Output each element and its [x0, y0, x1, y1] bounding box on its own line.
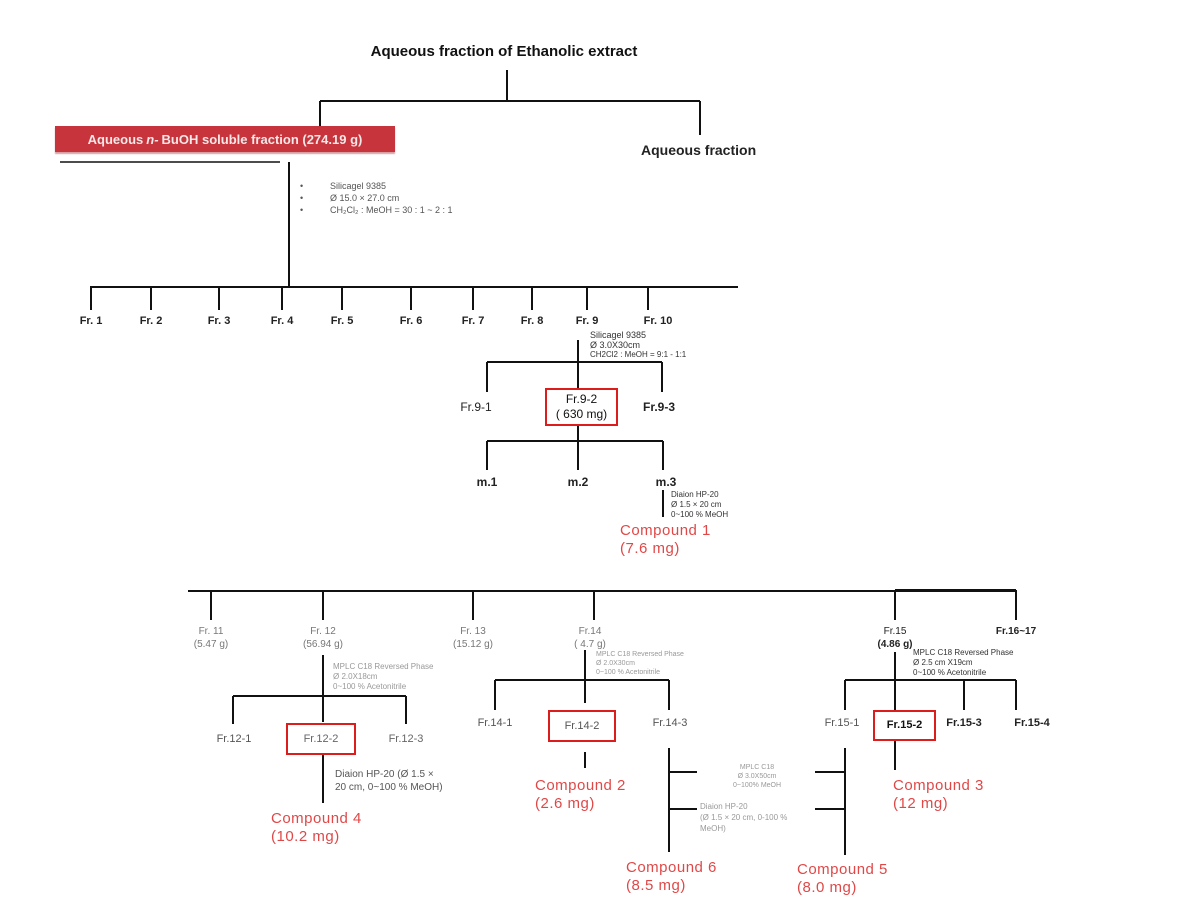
fr12-conditions: MPLC C18 Reversed Phase Ø 2.0X18cm 0~100…	[333, 662, 434, 691]
compound-4: Compound 4 (10.2 mg)	[271, 810, 362, 845]
fraction-label-top: Fr. 2	[139, 315, 163, 327]
fraction-name: Fr. 12	[310, 626, 336, 637]
fraction-mass: ( 4.7 g)	[574, 639, 606, 650]
column1-conditions: •Silicagel 9385 •Ø 15.0 × 27.0 cm •CH₂Cl…	[300, 180, 453, 216]
fraction-mass: (56.94 g)	[302, 639, 344, 650]
link-lower-conditions: Diaion HP-20 (Ø 1.5 × 20 cm, 0-100 % MeO…	[700, 802, 788, 833]
fr14-1-label: Fr.14-1	[477, 717, 513, 729]
root-title: Aqueous fraction of Ethanolic extract	[370, 43, 638, 60]
condition-row: •Ø 15.0 × 27.0 cm	[300, 193, 400, 203]
fr15-1-label: Fr.15-1	[824, 717, 860, 729]
fraction-label-top: Fr. 1	[79, 315, 103, 327]
fraction-label-top: Fr. 5	[330, 315, 354, 327]
link-upper-conditions: MPLC C18 Ø 3.0X50cm 0~100% MeOH	[733, 764, 782, 789]
compound-3: Compound 3 (12 mg)	[893, 777, 984, 812]
aqueous-fraction-label: Aqueous fraction	[641, 142, 757, 158]
banner-suffix: BuOH soluble fraction (274.19 g)	[161, 131, 363, 147]
fraction-name: Fr. 13	[460, 626, 486, 637]
fr14-2-highlight-box: Fr.14-2	[548, 710, 616, 742]
fraction-label-top: Fr. 6	[399, 315, 423, 327]
compound-1: Compound 1 (7.6 mg)	[620, 522, 711, 557]
fr9-1-label: Fr.9-1	[460, 400, 492, 414]
fr9-2-highlight-box: Fr.9-2 ( 630 mg)	[545, 388, 618, 426]
fr9-2-label: Fr.9-2	[565, 392, 598, 406]
condition-row: •CH₂Cl₂ : MeOH = 30 : 1 ~ 2 : 1	[300, 205, 453, 215]
fr9-conditions: Silicagel 9385 Ø 3.0X30cm CH2Cl2 : MeOH …	[590, 330, 687, 359]
fr14-2-label: Fr.14-2	[564, 719, 600, 732]
fr15-4-label: Fr.15-4	[1014, 717, 1050, 729]
fraction-label-top: Fr. 4	[270, 315, 294, 327]
m1-label: m.1	[476, 475, 498, 489]
compound-2: Compound 2 (2.6 mg)	[535, 777, 626, 812]
fraction-label-top: Fr. 8	[520, 315, 544, 327]
fr12-1-label: Fr.12-1	[216, 733, 252, 745]
fr12-2-highlight-box: Fr.12-2	[286, 723, 356, 755]
fraction-label-bottom: Fr.15 (4.86 g)	[877, 625, 912, 651]
fraction-label-bottom: Fr.16~17	[996, 625, 1036, 638]
condition-row: •Silicagel 9385	[300, 181, 387, 191]
fraction-mass: (4.86 g)	[877, 639, 913, 650]
fraction-name: Fr.16~17	[995, 626, 1037, 637]
fr9-3-label: Fr.9-3	[642, 400, 676, 414]
fraction-name: Fr. 11	[198, 626, 224, 637]
fr12-2-label: Fr.12-2	[303, 732, 339, 745]
fr9-2-mass: ( 630 mg)	[555, 407, 608, 421]
fraction-label-bottom: Fr. 11 (5.47 g)	[194, 625, 228, 651]
c4-conditions: Diaion HP-20 (Ø 1.5 × 20 cm, 0~100 % MeO…	[335, 769, 443, 793]
fraction-label-top: Fr. 10	[643, 315, 673, 327]
fraction-label-bottom: Fr. 12 (56.94 g)	[303, 625, 343, 651]
banner-italic: n-	[146, 131, 159, 147]
fraction-name: Fr.14	[578, 626, 602, 637]
fraction-label-top: Fr. 3	[207, 315, 231, 327]
fr15-2-highlight-box: Fr.15-2	[873, 710, 936, 741]
fr14-conditions: MPLC C18 Reversed Phase Ø 2.0X30cm 0~100…	[596, 651, 684, 676]
m3-label: m.3	[655, 475, 677, 489]
fr15-2-label: Fr.15-2	[886, 719, 923, 731]
compound-6: Compound 6 (8.5 mg)	[626, 859, 717, 894]
fr15-3-label: Fr.15-3	[946, 717, 982, 729]
fraction-label-top: Fr. 7	[461, 315, 485, 327]
fraction-mass: (15.12 g)	[452, 639, 494, 650]
banner-prefix: Aqueous	[87, 131, 144, 147]
m3-conditions: Diaion HP-20 Ø 1.5 × 20 cm 0~100 % MeOH	[671, 490, 729, 519]
fraction-label-bottom: Fr.14 ( 4.7 g)	[574, 625, 606, 651]
fraction-name: Fr.15	[883, 626, 907, 637]
m2-label: m.2	[567, 475, 589, 489]
fr15-conditions: MPLC C18 Reversed Phase Ø 2.5 cm X19cm 0…	[913, 648, 1014, 677]
fr14-3-label: Fr.14-3	[652, 717, 688, 729]
fraction-mass: (5.47 g)	[193, 639, 229, 650]
fr12-3-label: Fr.12-3	[388, 733, 424, 745]
butanol-fraction-banner: Aqueous n- BuOH soluble fraction (274.19…	[55, 126, 395, 152]
compound-5: Compound 5 (8.0 mg)	[797, 861, 888, 896]
fraction-label-top: Fr. 9	[575, 315, 599, 327]
fraction-label-bottom: Fr. 13 (15.12 g)	[453, 625, 493, 651]
